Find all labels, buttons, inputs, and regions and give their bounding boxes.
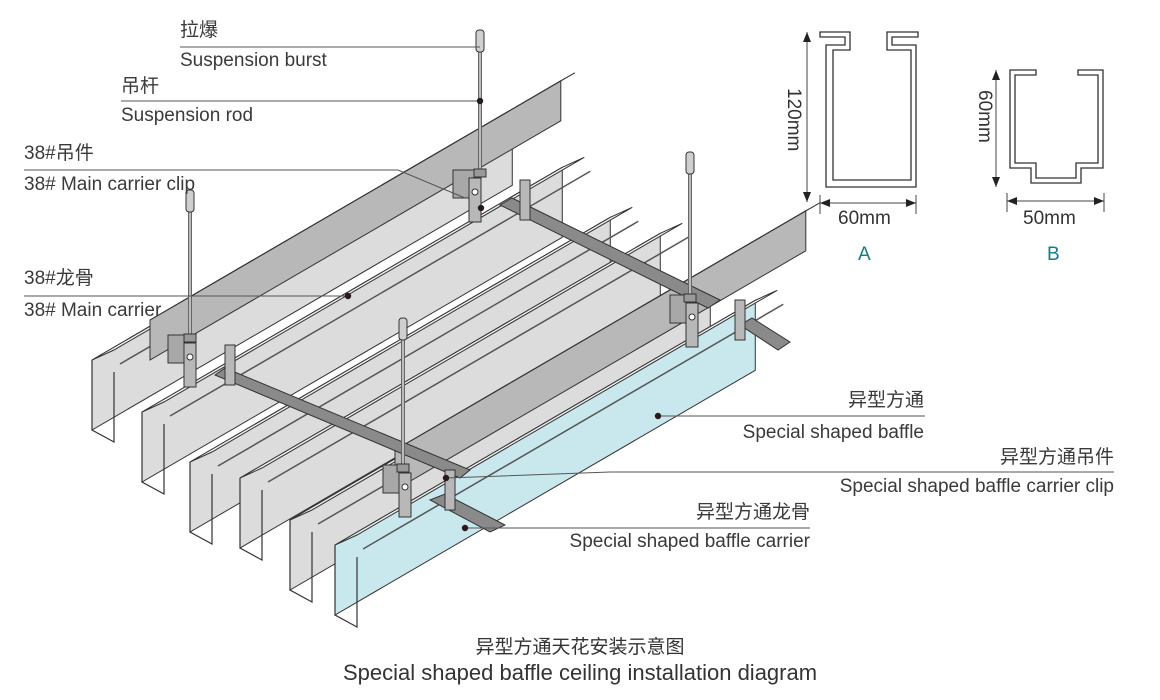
leader-dot: [654, 412, 662, 420]
leader-line: [445, 471, 1114, 479]
baffle-top-lip: [239, 222, 683, 479]
clip-hole: [186, 353, 194, 361]
label-baffle-carrier-en: Special shaped baffle carrier: [569, 531, 810, 552]
label-suspension-burst-cn: 拉爆: [180, 20, 219, 41]
label-suspension-rod-en: Suspension rod: [121, 105, 254, 126]
baffle-end-profile: [289, 520, 313, 604]
profile-b-letter: B: [1047, 244, 1060, 265]
anchor-bolt: [398, 317, 408, 341]
baffle-groove: [362, 303, 784, 550]
profile-a-drawing: [803, 31, 919, 214]
leader-dot: [476, 97, 484, 105]
label-main-carrier-clip-cn: 38#吊件: [24, 143, 94, 164]
baffle-carrier-clip: [734, 299, 746, 341]
rod-group: [183, 29, 697, 473]
profile-a-width: 60mm: [838, 208, 891, 229]
label-baffle-carrier-clip-cn: 异型方通吊件: [999, 447, 1114, 468]
label-baffle-carrier-cn: 异型方通龙骨: [695, 502, 810, 523]
baffle-end-profile: [334, 545, 358, 629]
clip-plate: [685, 302, 699, 348]
profile-b-height: 60mm: [974, 90, 995, 143]
baffle-end-profile: [141, 412, 165, 496]
profile-b-outline: [1009, 69, 1104, 184]
baffle-end-profile: [91, 360, 115, 444]
leader-dot: [477, 204, 485, 212]
baffle-top-lip: [189, 206, 633, 463]
clip-hole: [688, 313, 696, 321]
arrowhead: [1007, 197, 1017, 205]
label-main-carrier-cn: 38#龙骨: [24, 268, 94, 289]
profile-a-height: 120mm: [783, 88, 804, 152]
leader-lines: [24, 46, 1114, 532]
clip-plate: [468, 177, 482, 223]
clip-hole: [471, 188, 479, 196]
main-carrier-top: [149, 72, 576, 321]
baffle-end-profile: [189, 462, 213, 546]
label-main-carrier-en: 38# Main carrier: [24, 300, 162, 321]
arrowhead: [803, 192, 811, 202]
baffle-carrier-front: [213, 367, 471, 479]
baffle-carrier-end-2: [739, 317, 791, 351]
label-suspension-rod-cn: 吊杆: [121, 76, 160, 97]
leader-dot: [344, 292, 352, 300]
clip-hole: [401, 483, 409, 491]
label-main-carrier-clip-en: 38# Main carrier clip: [24, 174, 196, 195]
arrowhead: [1094, 197, 1104, 205]
arrowhead: [992, 177, 1000, 187]
label-baffle-en: Special shaped baffle: [742, 422, 924, 443]
baffle-carrier-back: [498, 197, 722, 309]
arrowhead: [820, 199, 830, 207]
leader-dot: [461, 524, 469, 532]
rod-nut: [683, 293, 697, 303]
label-suspension-burst-en: Suspension burst: [180, 50, 327, 71]
rod-nut: [396, 463, 410, 473]
profile-a-outline: [819, 31, 919, 188]
label-baffle-carrier-clip-en: Special shaped baffle carrier clip: [839, 476, 1114, 497]
clip-plate: [398, 472, 412, 518]
carrier-group: [149, 72, 821, 533]
anchor-bolt: [685, 151, 695, 175]
rod-nut: [183, 333, 197, 343]
baffle-carrier-clip: [224, 344, 236, 386]
profile-b-width: 50mm: [1023, 208, 1076, 229]
leader-line: [24, 169, 466, 199]
profile-b-drawing: [992, 69, 1105, 212]
rod-nut: [473, 168, 487, 178]
anchor-bolt: [475, 29, 485, 53]
arrowhead: [803, 32, 811, 42]
arrowhead: [906, 199, 916, 207]
profile-a-letter: A: [858, 244, 871, 265]
label-baffle-cn: 异型方通: [847, 390, 924, 411]
arrowhead: [992, 70, 1000, 80]
baffle-carrier-clip: [444, 469, 456, 511]
leader-dot: [442, 474, 450, 482]
clip-plate: [183, 342, 197, 388]
baffle-carrier-clip: [519, 179, 531, 221]
baffle-end-profile: [239, 478, 263, 562]
caption-en: Special shaped baffle ceiling installati…: [342, 660, 818, 685]
caption-cn: 异型方通天花安装示意图: [475, 637, 685, 658]
baffle-groove: [217, 220, 639, 467]
baffle-groove: [267, 236, 689, 483]
anchor-bolt: [185, 189, 195, 213]
